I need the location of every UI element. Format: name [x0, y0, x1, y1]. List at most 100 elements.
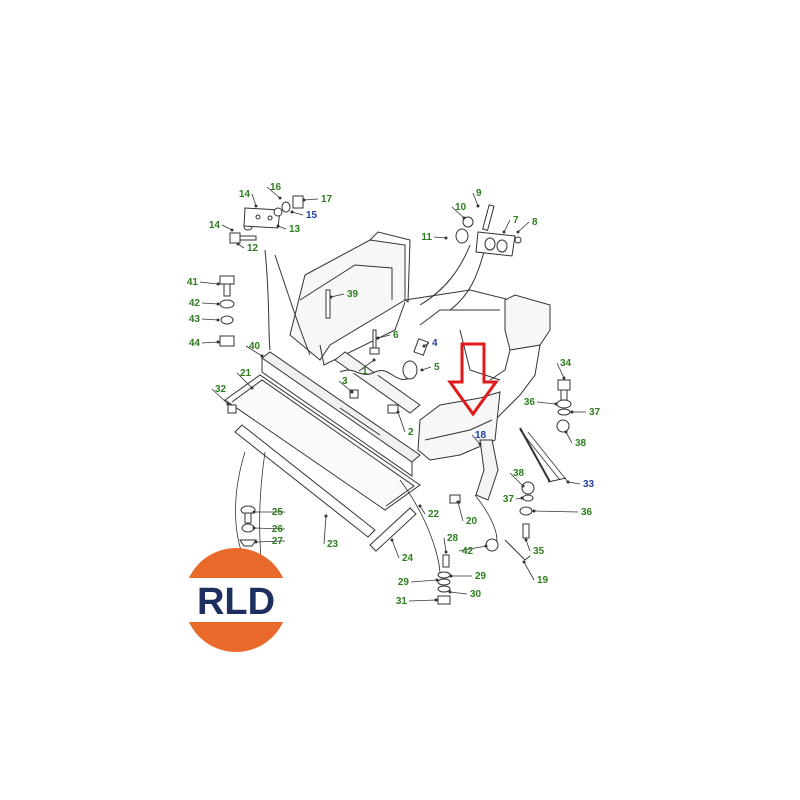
callout-leader-line	[457, 501, 464, 522]
callout-leader-dot	[390, 538, 394, 542]
callout-label-14: 14	[209, 220, 221, 231]
callout-leader-dot	[252, 526, 256, 530]
callout-leader-line	[451, 206, 465, 219]
callout-leader-line	[253, 527, 286, 530]
callout-leader-dot	[216, 318, 220, 322]
callout-label-15: 15	[306, 210, 318, 221]
callout-label-7: 7	[513, 215, 519, 226]
callout-label-4: 4	[432, 338, 438, 349]
callout-leader-line	[471, 434, 481, 445]
callout-leader-dot	[532, 509, 536, 513]
callout-leader-dot	[434, 598, 438, 602]
callout-leader-line	[236, 372, 253, 389]
callout-leader-line	[201, 302, 219, 305]
callout-label-29: 29	[398, 577, 410, 588]
callout-leader-line	[419, 505, 426, 515]
callout-label-3: 3	[342, 376, 348, 387]
rld-logo: RLD	[184, 548, 288, 652]
callout-leader-line	[323, 515, 327, 545]
callout-label-17: 17	[321, 194, 333, 205]
callout-label-2: 2	[408, 427, 414, 438]
callout-leader-line	[201, 318, 219, 321]
callout-leader-dot	[520, 496, 524, 500]
callout-leader-line	[443, 537, 447, 553]
callout-label-32: 32	[215, 384, 227, 395]
logo-text: RLD	[197, 581, 275, 623]
callout-label-5: 5	[434, 362, 440, 373]
callout-label-21: 21	[240, 368, 252, 379]
callout-label-38: 38	[513, 468, 525, 479]
callout-leader-line	[201, 341, 219, 344]
callout-label-12: 12	[247, 243, 259, 254]
callout-label-26: 26	[272, 524, 284, 535]
callout-leader-dot	[260, 354, 264, 358]
callout-leader-dot	[566, 480, 570, 484]
callout-leader-line	[533, 510, 579, 513]
callout-leader-line	[391, 539, 400, 559]
callout-leader-dot	[521, 484, 525, 488]
callout-leader-dot	[350, 390, 354, 394]
callout-leader-dot	[216, 302, 220, 306]
callout-leader-dot	[236, 242, 240, 246]
callout-label-43: 43	[189, 314, 201, 325]
callout-leader-dot	[448, 590, 452, 594]
callout-leader-line	[517, 221, 530, 233]
callout-label-19: 19	[537, 575, 549, 586]
callout-leader-dot	[554, 402, 558, 406]
callout-label-22: 22	[428, 509, 440, 520]
callout-leader-dot	[484, 544, 488, 548]
rail-24	[369, 507, 417, 552]
callout-leader-line	[245, 345, 263, 357]
callout-leader-dot	[444, 550, 448, 554]
callout-label-41: 41	[187, 277, 199, 288]
callout-label-6: 6	[393, 330, 399, 341]
callout-label-42: 42	[189, 298, 201, 309]
callout-leader-dot	[324, 514, 328, 518]
callout-leader-dot	[564, 430, 568, 434]
callout-leader-dot	[376, 336, 380, 340]
callout-label-27: 27	[272, 536, 284, 547]
callout-label-29: 29	[475, 571, 487, 582]
callout-leader-line	[291, 211, 304, 216]
callout-label-42: 42	[462, 546, 474, 557]
callout-label-33: 33	[583, 479, 595, 490]
callout-leader-line	[449, 591, 468, 595]
callout-leader-line	[523, 561, 535, 581]
crossmember-3	[334, 351, 421, 414]
callout-leader-line	[509, 472, 524, 487]
callout-leader-line	[472, 192, 479, 207]
callout-label-13: 13	[289, 224, 301, 235]
callout-label-39: 39	[347, 289, 359, 300]
callout-label-24: 24	[402, 553, 414, 564]
callout-leader-dot	[372, 358, 376, 362]
arrow-down-icon	[447, 342, 499, 417]
callout-label-28: 28	[447, 533, 459, 544]
callout-leader-dot	[230, 228, 234, 232]
callout-leader-dot	[250, 386, 254, 390]
callout-leader-dot	[522, 560, 526, 564]
callout-leader-line	[536, 401, 557, 405]
callout-leader-line	[377, 334, 391, 339]
callout-label-14: 14	[239, 189, 251, 200]
callout-label-16: 16	[270, 182, 282, 193]
callout-leader-dot	[252, 510, 256, 514]
callout-leader-line	[255, 540, 286, 543]
callout-leader-line	[221, 224, 233, 231]
callout-label-37: 37	[503, 494, 515, 505]
callout-leader-line	[199, 281, 219, 285]
callout-label-9: 9	[476, 188, 482, 199]
callout-label-23: 23	[327, 539, 339, 550]
callout-leader-line	[251, 193, 257, 207]
callout-leader-dot	[216, 340, 220, 344]
callout-leader-dot	[476, 204, 480, 208]
callout-leader-dot	[435, 578, 439, 582]
callout-label-37: 37	[589, 407, 601, 418]
callout-label-1: 1	[362, 366, 368, 377]
callout-leader-dot	[570, 410, 574, 414]
callout-leader-dot	[302, 198, 306, 202]
callout-leader-dot	[396, 410, 400, 414]
callout-leader-line	[358, 359, 375, 372]
callout-label-36: 36	[581, 507, 593, 518]
callout-leader-line	[211, 388, 229, 405]
